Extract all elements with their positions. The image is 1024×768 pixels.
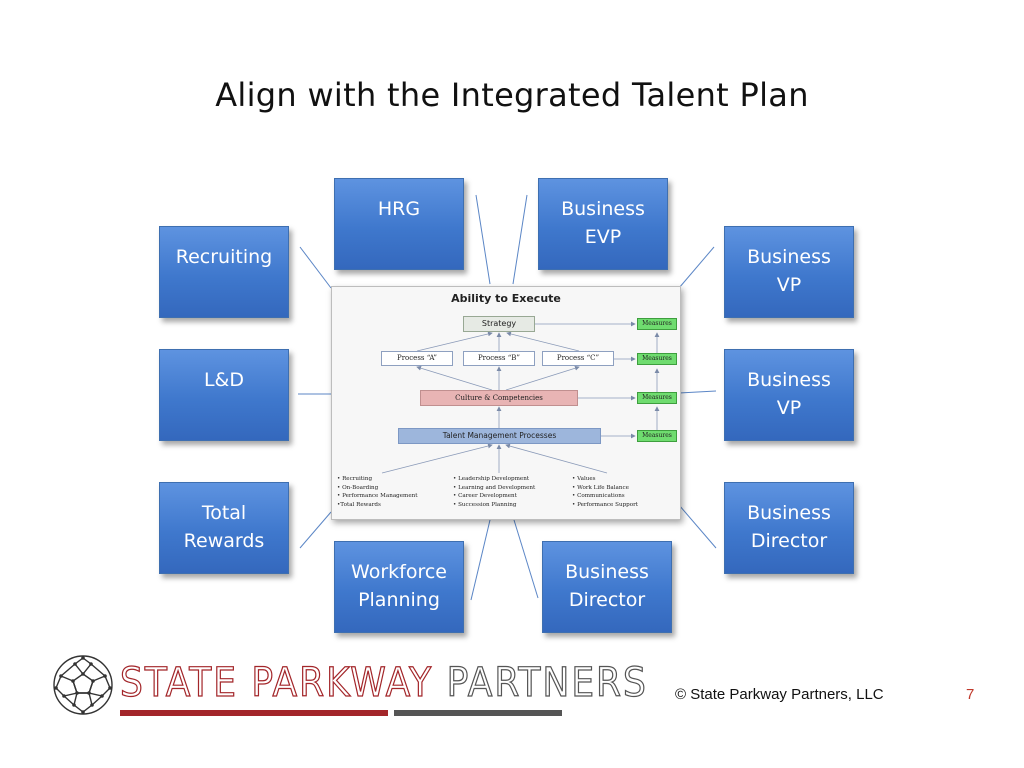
logo-red-bar (120, 710, 388, 716)
process-c-box: Process “C” (542, 351, 614, 366)
list-item: • Performance Support (572, 501, 639, 508)
ld-box: L&D (159, 349, 289, 441)
list-item: • On-Boarding (337, 484, 379, 491)
measures-box-culture: Measures (637, 392, 677, 404)
business-director-box-bottom: Business Director (542, 541, 672, 633)
list-item: • Values (572, 476, 596, 482)
list-item: • Learning and Development (453, 484, 536, 491)
list-item: • Work Life Balance (572, 484, 629, 491)
slide-title: Align with the Integrated Talent Plan (215, 76, 809, 114)
business-vp-box-middle: Business VP (724, 349, 854, 441)
logo-gray-bar (394, 710, 562, 716)
business-director-box-right: Business Director (724, 482, 854, 574)
talent-management-processes-box: Talent Management Processes (398, 428, 601, 444)
measures-box-strategy: Measures (637, 318, 677, 330)
list-item: • Career Development (453, 493, 517, 500)
company-logo-text: STATE PARKWAY PARTNERS (119, 659, 648, 706)
workforce-planning-box: Workforce Planning (334, 541, 464, 633)
buckyball-logo-icon (53, 655, 113, 715)
list-item: • Succession Planning (453, 501, 517, 508)
hrg-box: HRG (334, 178, 464, 270)
list-item: • Communications (572, 493, 625, 500)
measures-box-tmp: Measures (637, 430, 677, 442)
list-item: • Performance Management (337, 493, 418, 500)
ability-to-execute-figure: Ability to Execute Strategy Process “A” … (331, 286, 681, 520)
logo-partners: PARTNERS (446, 659, 648, 706)
figure-list-1: • Recruiting • On-Boarding • Performance… (337, 475, 418, 509)
culture-competencies-box: Culture & Competencies (420, 390, 578, 406)
list-item: • Recruiting (337, 476, 373, 482)
process-b-box: Process “B” (463, 351, 535, 366)
strategy-box: Strategy (463, 316, 535, 332)
recruiting-box: Recruiting (159, 226, 289, 318)
measures-box-process: Measures (637, 353, 677, 365)
figure-arrows (381, 321, 660, 474)
process-a-box: Process “A” (381, 351, 453, 366)
business-evp-box: Business EVP (538, 178, 668, 270)
figure-list-2: • Leadership Development • Learning and … (453, 475, 535, 509)
copyright-text: © State Parkway Partners, LLC (675, 686, 884, 703)
total-rewards-box: Total Rewards (159, 482, 289, 574)
figure-title: Ability to Execute (451, 292, 561, 305)
page-number: 7 (966, 686, 975, 703)
list-item: • Leadership Development (453, 476, 530, 482)
figure-list-3: • Values • Work Life Balance • Communica… (572, 475, 638, 509)
logo-state-parkway: STATE PARKWAY (119, 659, 434, 706)
business-vp-box-top: Business VP (724, 226, 854, 318)
list-item: •Total Rewards (337, 501, 381, 508)
